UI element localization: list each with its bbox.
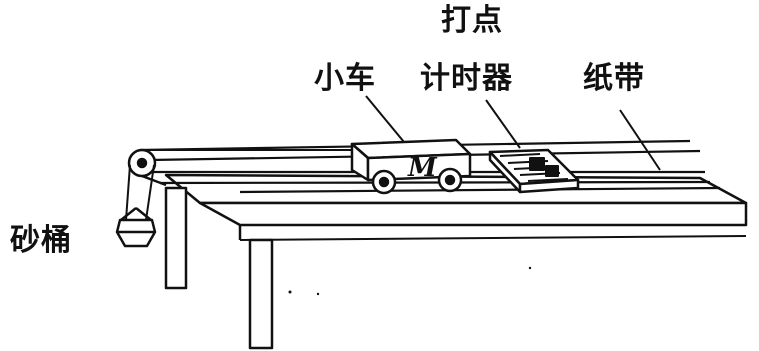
sand-bucket xyxy=(115,207,157,248)
mass-label: M xyxy=(407,153,438,183)
cart-leader xyxy=(365,95,405,143)
cart-label: 小车 xyxy=(314,61,376,96)
table-leg-back xyxy=(164,186,188,290)
tape-leader xyxy=(619,109,661,171)
cart: M xyxy=(350,138,472,195)
timer-leader xyxy=(485,99,521,149)
leader-lines xyxy=(365,95,661,171)
table-top-front-edge xyxy=(198,201,748,227)
timer-label-line2: 计时器 xyxy=(420,61,513,96)
pulley xyxy=(127,148,167,187)
timer-label-line1: 打点 xyxy=(441,3,503,38)
bucket-label: 砂桶 xyxy=(10,223,72,258)
table-leg-front xyxy=(248,238,274,350)
tape-label: 纸带 xyxy=(583,61,645,96)
ticker-timer xyxy=(488,148,580,194)
string xyxy=(125,149,356,221)
speckles xyxy=(288,266,532,296)
table xyxy=(164,173,748,350)
